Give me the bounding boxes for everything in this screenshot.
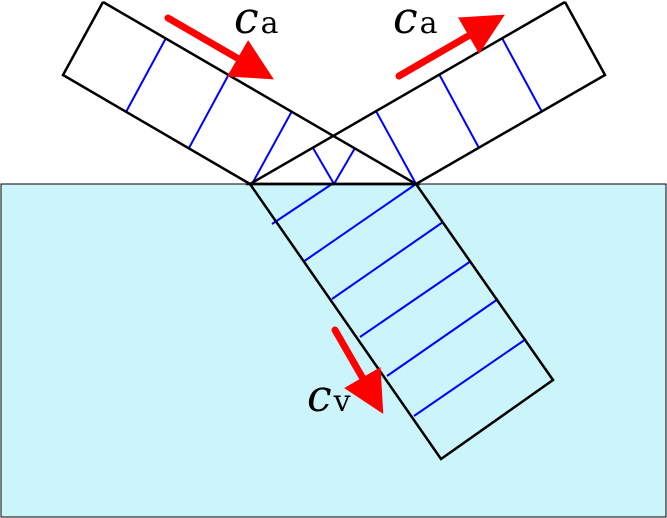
reflected-wavefront: [375, 110, 417, 185]
incident-wavefront: [333, 147, 356, 185]
refracted-wavefront: [331, 221, 444, 300]
incident-wavefront: [125, 37, 167, 113]
incident-arrow: [164, 14, 274, 80]
reflected-wavefront: [438, 73, 480, 149]
reflected-wavefront: [501, 37, 543, 113]
wavefronts: [62, 1, 606, 417]
refracted-speed-label: cv: [307, 371, 351, 422]
water-region: [0, 183, 667, 518]
incident-wavefront: [251, 110, 293, 185]
refracted-wavefront: [386, 298, 499, 377]
reflected-arrow: [395, 14, 505, 80]
refracted-wavefront: [302, 183, 417, 263]
reflected-speed-label: ca: [393, 0, 438, 44]
direction-arrows: [164, 14, 505, 414]
incident-speed-label: ca: [234, 0, 279, 44]
refracted-wavefront: [413, 338, 527, 417]
beam-outlines: [61, 0, 607, 461]
refracted-arrow: [331, 326, 384, 414]
refracted-beam-outline: [248, 183, 555, 461]
incident-wavefront: [188, 73, 230, 149]
refracted-wavefront: [271, 183, 333, 225]
refracted-wavefront: [359, 260, 472, 338]
incident-wavefront: [312, 147, 335, 185]
